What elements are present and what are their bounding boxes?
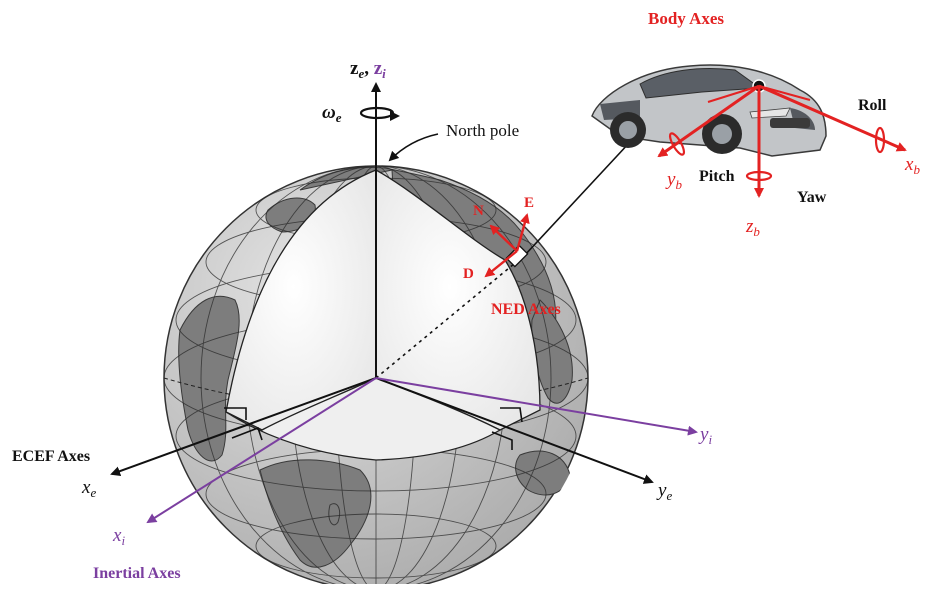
labels-layer: Body Axes North pole Roll Pitch Yaw N E … bbox=[12, 9, 920, 582]
y-b-symbol: yb bbox=[665, 169, 682, 192]
ned-n-label: N bbox=[473, 203, 484, 219]
x-b-symbol: xb bbox=[904, 154, 920, 177]
ned-frame bbox=[484, 213, 530, 278]
inertial-axes bbox=[146, 377, 698, 524]
continent-australia bbox=[515, 450, 571, 496]
z-b-symbol: zb bbox=[745, 216, 760, 239]
ecef-axes bbox=[110, 82, 654, 484]
pitch-label: Pitch bbox=[699, 168, 735, 185]
ecef-axes-label: ECEF Axes bbox=[12, 448, 90, 465]
earth-rotation-icon bbox=[359, 106, 400, 121]
ned-e-label: E bbox=[524, 195, 534, 211]
ned-d-label: D bbox=[463, 266, 474, 282]
roll-label: Roll bbox=[858, 97, 887, 114]
y-e-symbol: ye bbox=[656, 480, 672, 503]
y-i-symbol: yi bbox=[698, 424, 712, 447]
x-i-symbol: xi bbox=[112, 525, 125, 548]
body-axes-label: Body Axes bbox=[648, 9, 724, 28]
continent-madagascar bbox=[328, 503, 341, 526]
z-e-z-i-symbol: ze, zi bbox=[350, 58, 386, 81]
body-axes bbox=[657, 79, 907, 198]
north-pole-label: North pole bbox=[446, 121, 519, 140]
omega-e-symbol: ωe bbox=[322, 102, 342, 125]
ned-axes-label: NED Axes bbox=[491, 301, 561, 318]
inertial-axes-label: Inertial Axes bbox=[93, 565, 181, 582]
x-e-symbol: xe bbox=[81, 477, 96, 500]
continent-africa bbox=[259, 459, 372, 568]
yaw-label: Yaw bbox=[797, 189, 827, 206]
ned-to-body-connector bbox=[523, 141, 631, 257]
car-image bbox=[591, 64, 827, 157]
north-pole-pointer bbox=[388, 133, 439, 162]
